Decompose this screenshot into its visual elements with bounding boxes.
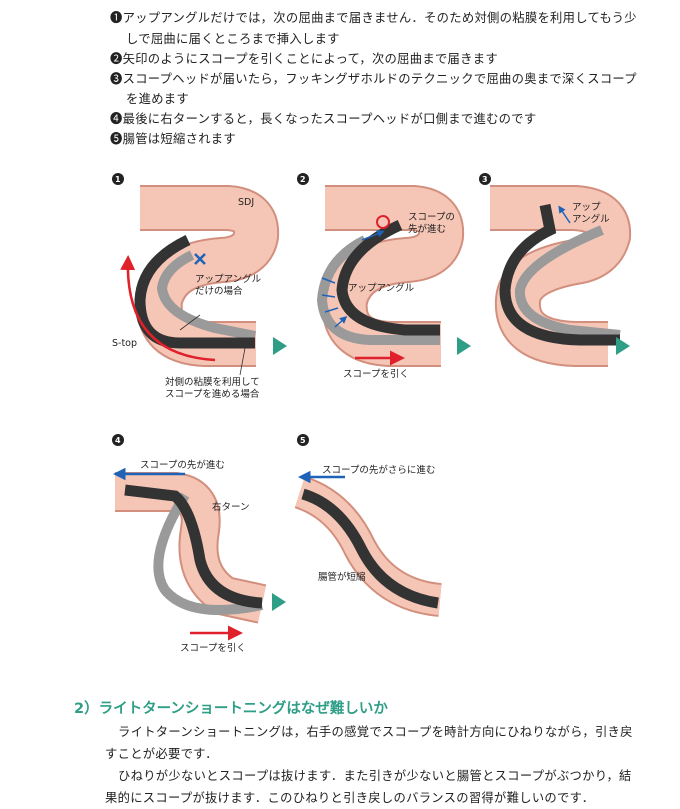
scope-prev-4 <box>153 492 264 615</box>
svg-text:S-top: S-top <box>112 338 137 349</box>
next-triangles <box>272 337 630 611</box>
svg-text:スコープの: スコープの <box>408 212 455 223</box>
success-circle <box>376 215 390 229</box>
svg-text:アップ: アップ <box>572 202 601 213</box>
scope-prev-2 <box>316 235 440 345</box>
fail-cross <box>194 253 206 265</box>
paragraph-line: ライトターンショートニングは，右手の感覚でスコープを時計方向にひねりながら，引き… <box>118 725 633 739</box>
svg-text:5: 5 <box>300 436 306 445</box>
up-arrow-2 <box>361 230 385 241</box>
svg-text:1: 1 <box>115 175 121 184</box>
up-arrow-3 <box>558 205 571 224</box>
svg-text:対側の粘膜を利用して: 対側の粘膜を利用して <box>165 376 260 388</box>
svg-text:スコープの先が進む: スコープの先が進む <box>140 459 225 471</box>
step-text: 最後に右ターンすると，長くなったスコープヘッドが口側まで進むのです <box>122 112 537 126</box>
scope-prev-1 <box>156 250 256 341</box>
scope-3 <box>499 203 620 346</box>
svg-text:スコープを進める場合: スコープを進める場合 <box>165 388 260 400</box>
panel-numbers: 1 2 3 4 5 <box>112 173 491 446</box>
svg-text:右ターン: 右ターン <box>212 501 250 513</box>
svg-text:アップアングル: アップアングル <box>348 282 415 294</box>
svg-text:3: 3 <box>482 175 488 184</box>
svg-text:スコープを引く: スコープを引く <box>343 369 409 380</box>
step-text: 腸管は短縮されます <box>122 132 236 146</box>
step-marker: ❶ <box>110 11 123 25</box>
colon-panel-1 <box>136 185 280 367</box>
scope-4 <box>124 484 263 609</box>
step-marker: ❹ <box>110 112 123 126</box>
step-marker: ❺ <box>110 132 123 146</box>
svg-text:スコープの先がさらに進む: スコープの先がさらに進む <box>322 464 435 476</box>
step-5: ❺腸管は短縮されます <box>110 129 236 147</box>
figure-labels: SDJ S-top アップアングル だけの場合 対側の粘膜を利用して スコープを… <box>112 197 610 654</box>
step-text: アップアングルだけでは，次の屈曲まで届きません．そのため対側の粘膜を利用してもう… <box>122 11 637 25</box>
svg-text:2: 2 <box>300 175 306 184</box>
svg-text:腸管が短縮: 腸管が短縮 <box>318 571 366 583</box>
svg-text:アップアングル: アップアングル <box>195 273 262 285</box>
step-marker: ❷ <box>110 52 123 66</box>
step-3-cont: を進めます <box>126 92 189 106</box>
svg-text:先が進む: 先が進む <box>408 223 446 235</box>
step-1-cont: しで屈曲に届くところまで挿入します <box>126 32 340 46</box>
step-text: スコープヘッドが届いたら，フッキングザホルドのテクニックで屈曲の奥まで深くスコー… <box>122 72 637 86</box>
leader-lines <box>179 314 246 376</box>
svg-text:だけの場合: だけの場合 <box>195 285 243 297</box>
push-arrows-2 <box>321 277 345 328</box>
step-marker: ❸ <box>110 72 123 86</box>
paragraph-line: ひねりが少ないとスコープは抜けます．また引きが少ないと腸管とスコープがぶつかり，… <box>118 769 632 783</box>
paragraph-line: 果的にスコープが抜けます．このひねりと引き戻しのバランスの習得が難しいのです． <box>105 791 595 805</box>
svg-text:SDJ: SDJ <box>238 197 254 208</box>
step-4: ❹最後に右ターンすると，長くなったスコープヘッドが口側まで進むのです <box>110 109 536 127</box>
scope-2 <box>336 219 440 336</box>
step-3: ❸スコープヘッドが届いたら，フッキングザホルドのテクニックで屈曲の奥まで深くスコ… <box>110 69 637 87</box>
step-1: ❶アップアングルだけでは，次の屈曲まで届きません．そのため対側の粘膜を利用しても… <box>110 8 637 26</box>
section-heading: 2）ライトターンショートニングはなぜ難しいか <box>74 701 388 717</box>
step-text: 矢印のようにスコープを引くことによって，次の屈曲まで届きます <box>122 52 498 66</box>
scope-5 <box>301 488 439 609</box>
svg-text:スコープを引く: スコープを引く <box>180 643 246 654</box>
step-2: ❷矢印のようにスコープを引くことによって，次の屈曲まで届きます <box>110 49 498 67</box>
colon-panel-2 <box>321 185 465 367</box>
scope-1 <box>134 235 255 349</box>
s-top-arrow <box>120 255 216 362</box>
scope-prev-3 <box>514 225 621 340</box>
paragraph-line: すことが必要です． <box>105 747 218 761</box>
svg-text:4: 4 <box>115 436 121 445</box>
svg-text:アングル: アングル <box>572 213 610 225</box>
shortening-figure: 1 2 3 4 5 SDJ S-top アップアングル だけの場合 対側の粘膜を… <box>112 173 632 654</box>
